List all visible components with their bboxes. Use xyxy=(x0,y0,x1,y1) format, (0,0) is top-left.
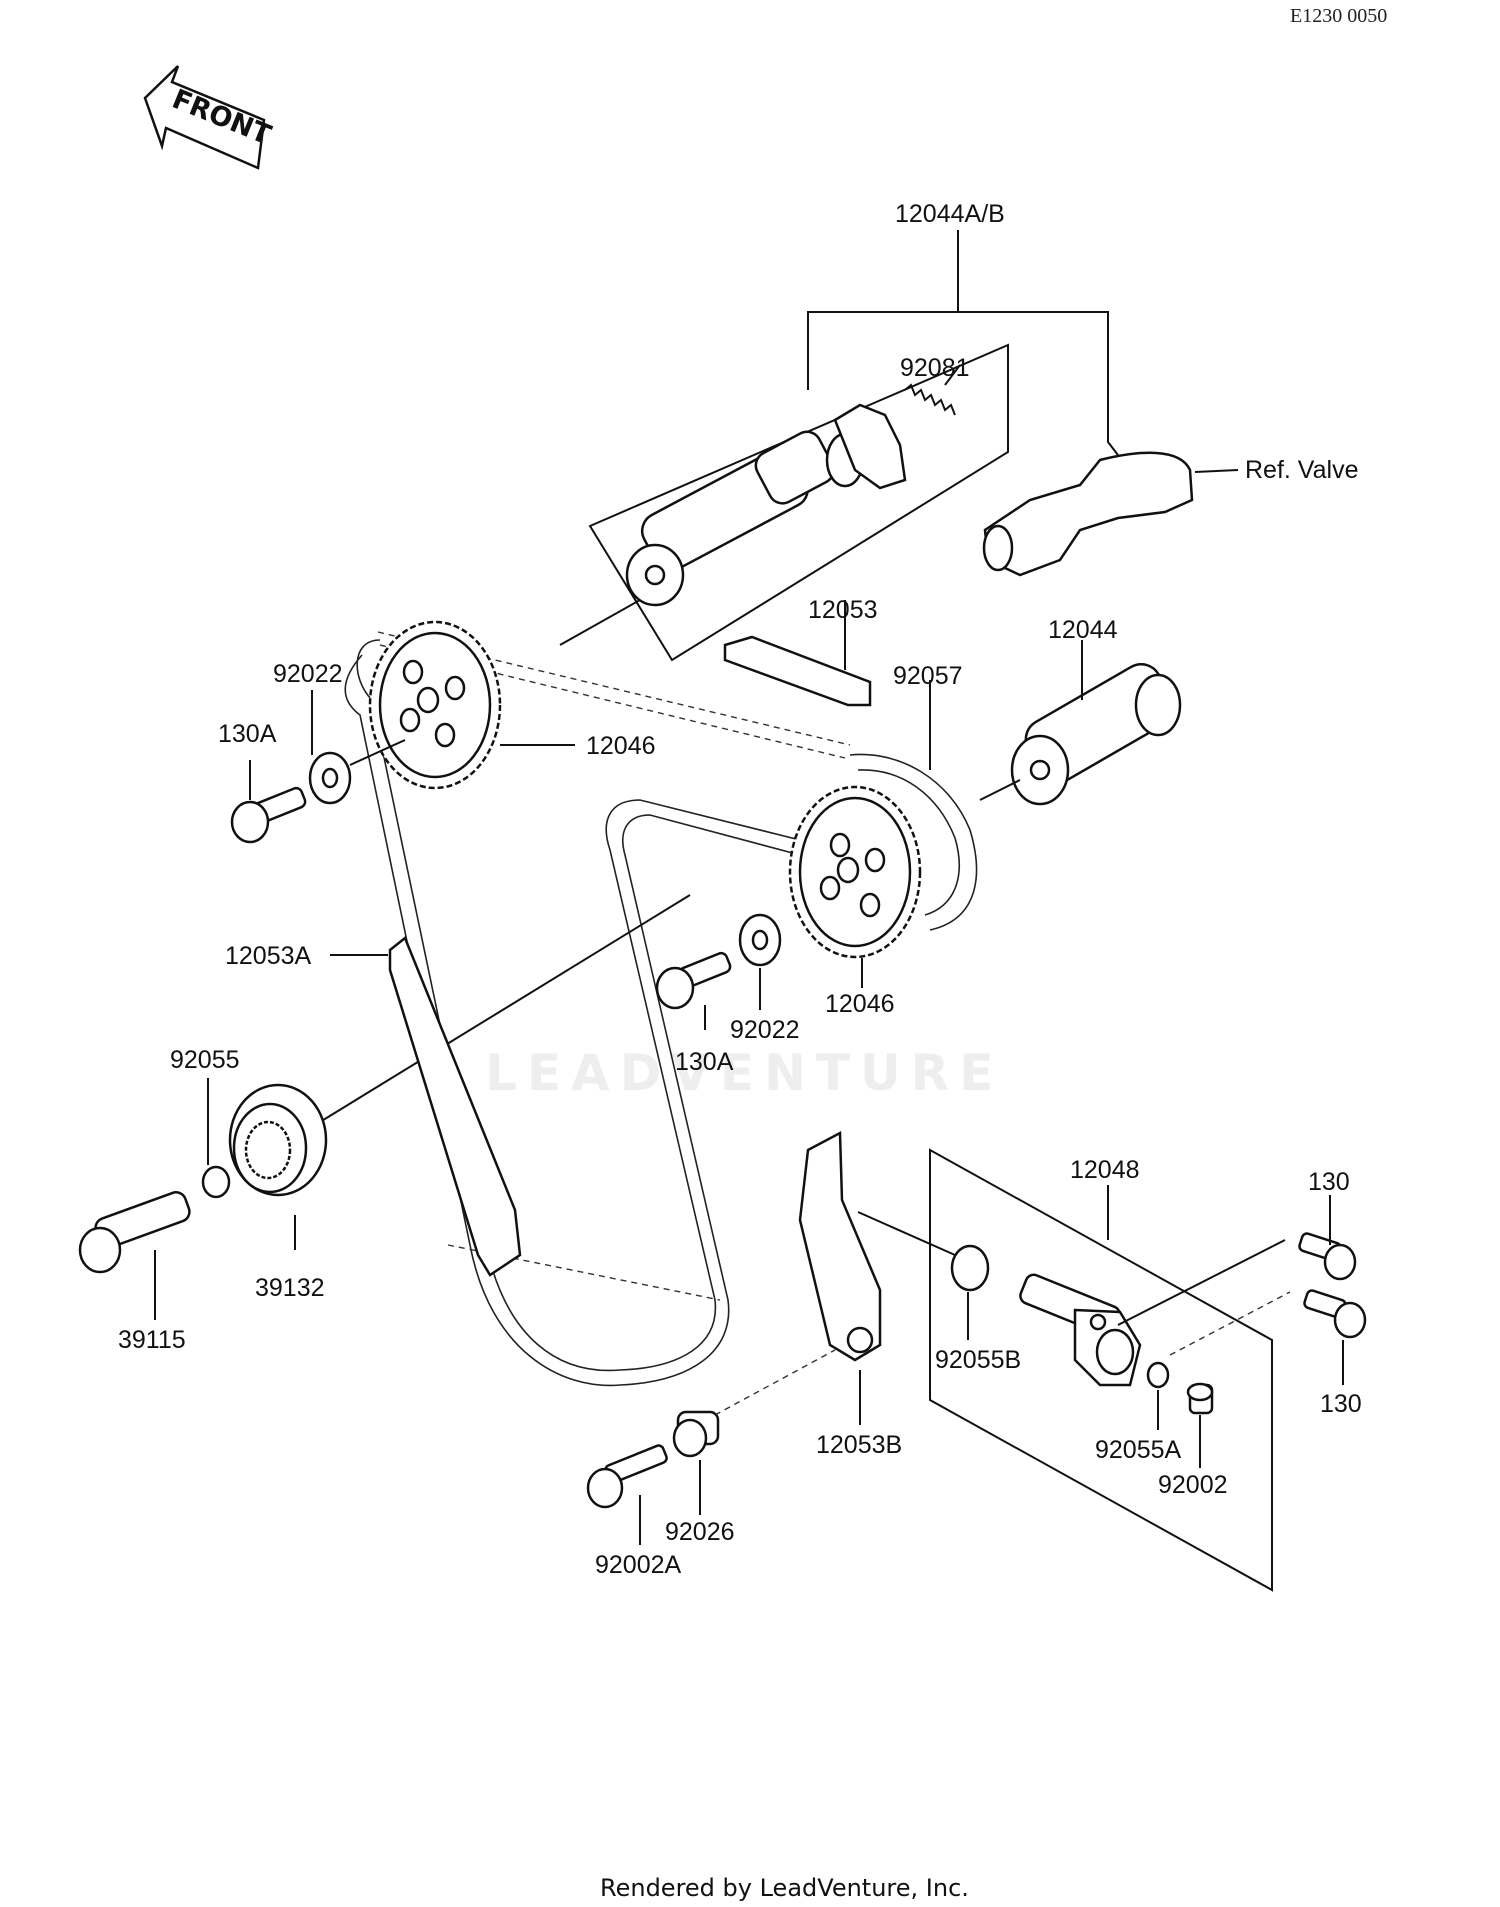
label-12044AB: 12044A/B xyxy=(895,200,1005,228)
part-labels: 12044A/B 92081 Ref. Valve 12053 12044 92… xyxy=(118,200,1362,1579)
bolt-92002A xyxy=(586,1444,668,1545)
spring-92081 xyxy=(904,364,961,416)
label-92022-upper: 92022 xyxy=(273,660,343,688)
label-130A-lower: 130A xyxy=(675,1048,734,1076)
o-ring-92055A xyxy=(1146,1361,1170,1430)
collar-92026 xyxy=(672,1410,720,1515)
bolt-130A-lower xyxy=(655,951,732,1030)
label-92026: 92026 xyxy=(665,1518,735,1546)
chain-guide-12053 xyxy=(723,600,872,707)
sprocket-12046-upper xyxy=(368,620,575,790)
footer-credit: Rendered by LeadVenture, Inc. xyxy=(600,1874,969,1902)
tensioner-12048 xyxy=(1019,1239,1291,1387)
label-92081: 92081 xyxy=(900,354,970,382)
label-ref-valve: Ref. Valve xyxy=(1245,456,1358,484)
reference-code: E1230 0050 xyxy=(1290,5,1387,27)
sprocket-12046-lower xyxy=(788,785,922,988)
washer-92022-upper xyxy=(308,690,406,805)
washer-92022-lower xyxy=(738,913,782,1010)
label-130-bottom: 130 xyxy=(1320,1390,1362,1418)
label-12046-upper: 12046 xyxy=(586,732,656,760)
o-ring-92055 xyxy=(201,1078,231,1199)
label-92057: 92057 xyxy=(893,662,963,690)
label-92055A: 92055A xyxy=(1095,1436,1182,1464)
bolt-39115 xyxy=(78,1191,191,1320)
crank-sprocket-39132 xyxy=(228,1083,328,1250)
camshaft-12044AB xyxy=(559,403,907,646)
label-92055B: 92055B xyxy=(935,1346,1021,1374)
camshaft-assembly-box xyxy=(588,230,1119,662)
label-130-top: 130 xyxy=(1308,1168,1350,1196)
front-arrow: FRONT xyxy=(143,65,276,170)
bolt-130A-upper xyxy=(230,760,307,844)
label-39132: 39132 xyxy=(255,1274,325,1302)
o-ring-92055B xyxy=(857,1211,990,1340)
tensioner-box xyxy=(929,1148,1273,1592)
label-12044: 12044 xyxy=(1048,616,1118,644)
label-92055: 92055 xyxy=(170,1046,240,1074)
tensioner-guide-12053B xyxy=(714,1130,882,1425)
label-130A-upper: 130A xyxy=(218,720,277,748)
watermark: LEADVENTURE xyxy=(485,1044,1003,1102)
label-12053A: 12053A xyxy=(225,942,312,970)
rocker-lever-ref-valve xyxy=(982,451,1239,577)
bolt-130-bottom xyxy=(1303,1289,1367,1385)
label-92022-lower: 92022 xyxy=(730,1016,800,1044)
camshaft-12044 xyxy=(979,640,1182,806)
label-92002: 92002 xyxy=(1158,1471,1228,1499)
bolt-130-top xyxy=(1298,1195,1357,1281)
label-39115: 39115 xyxy=(118,1326,186,1354)
label-12053: 12053 xyxy=(808,596,878,624)
label-12053B: 12053B xyxy=(816,1431,902,1459)
bolt-92002 xyxy=(1186,1382,1214,1468)
label-12046-lower: 12046 xyxy=(825,990,895,1018)
label-92002A: 92002A xyxy=(595,1551,682,1579)
chain-guide-12053A xyxy=(330,935,522,1277)
label-12048: 12048 xyxy=(1070,1156,1140,1184)
